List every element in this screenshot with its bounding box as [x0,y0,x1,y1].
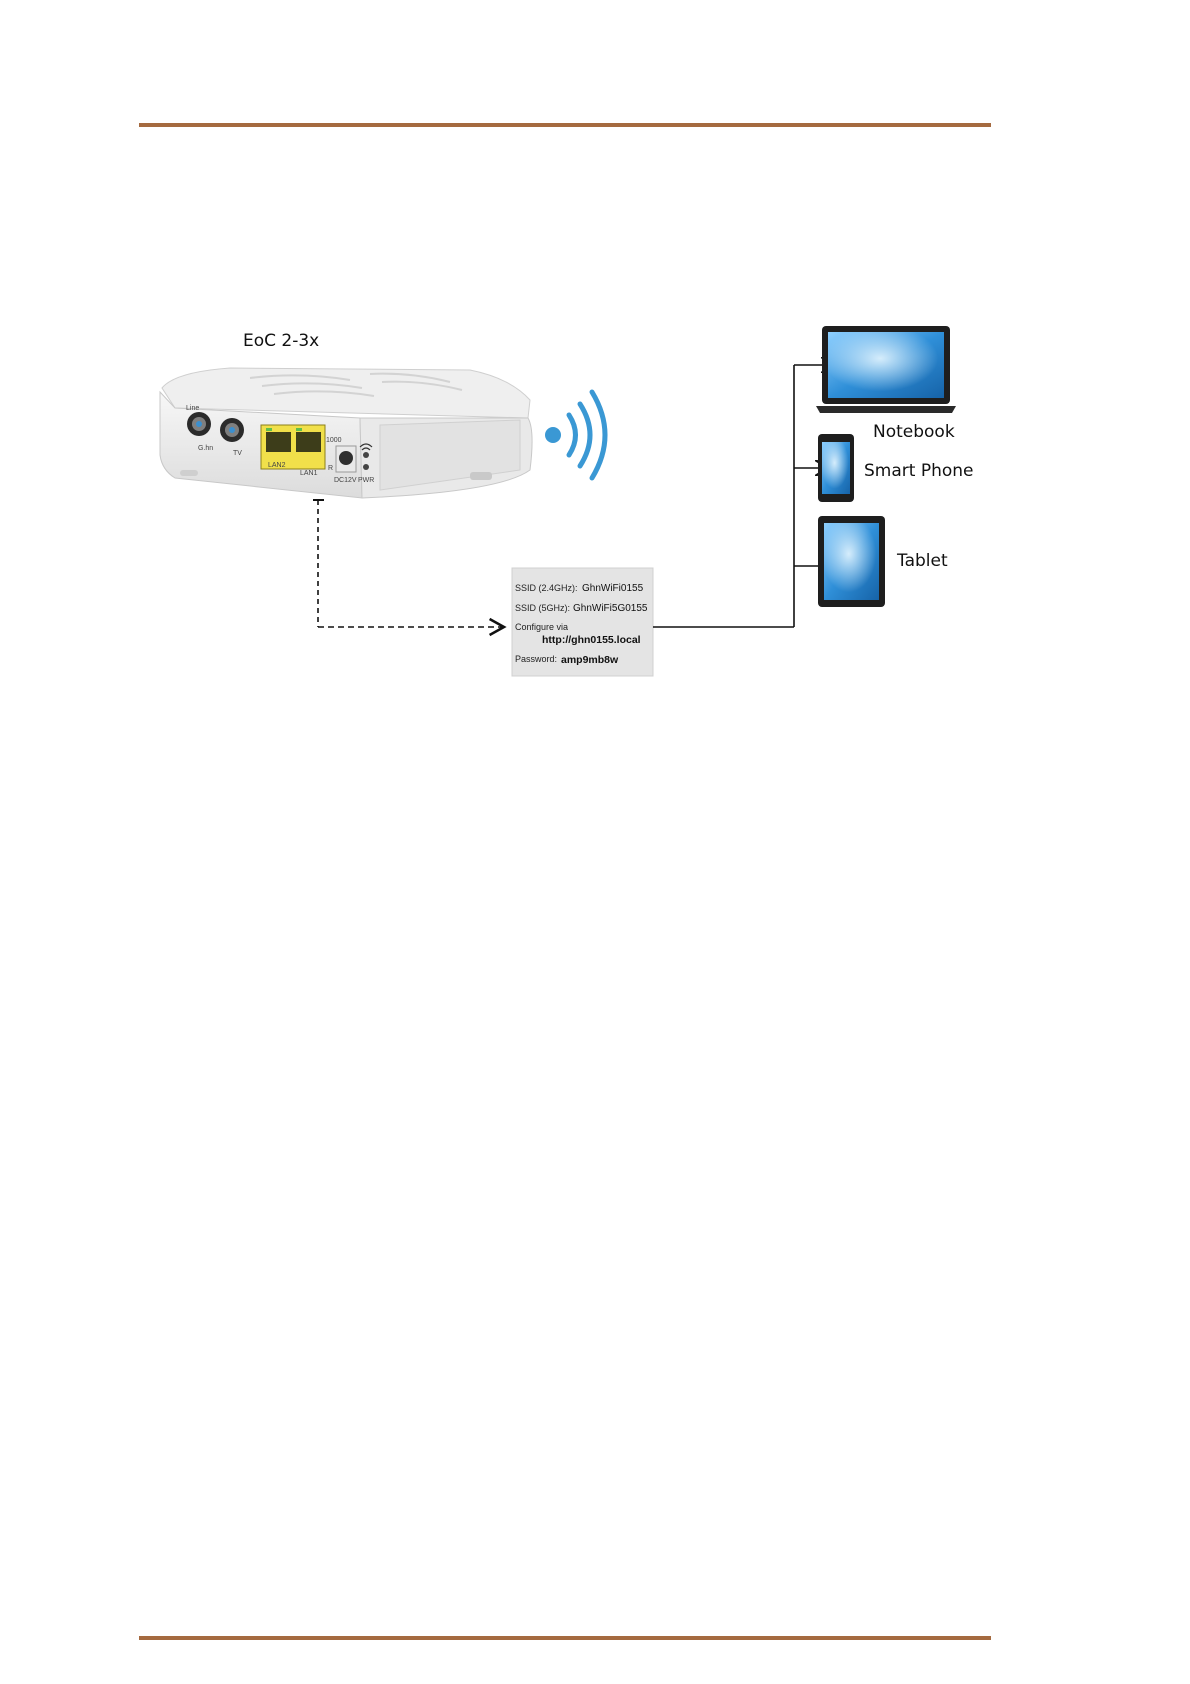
device-title: EoC 2-3x [243,331,319,351]
coax-connector-line [187,412,211,436]
client-label-tablet: Tablet [896,551,948,571]
port-label-1000: 1000 [326,437,342,444]
wifi-led [363,452,369,458]
coax-connector-tv [220,418,244,442]
tablet-icon [818,516,885,607]
eoc-device: Line G.hn TV LAN2 LAN1 1000 R DC12V PWR [160,368,532,498]
client-connectors [653,365,834,627]
credentials-sticker: SSID (2.4GHz): GhnWiFi0155 SSID (5GHz): … [512,568,653,676]
port-label-ghn: G.hn [198,445,213,452]
configure-url: http://ghn0155.local [542,634,641,646]
laptop-icon [816,326,956,413]
lan1-port [296,432,321,452]
wifi-signal-icon [545,392,605,478]
port-label-tv: TV [233,450,242,457]
configure-label: Configure via [515,622,568,632]
ssid-5-label: SSID (5GHz): [515,603,570,613]
client-label-notebook: Notebook [873,422,955,442]
power-led [363,464,369,470]
port-label-r: R [328,465,333,472]
smartphone-icon [818,434,854,502]
lan2-port [266,432,291,452]
port-label-line: Line [186,405,199,412]
ssid-24-value: GhnWiFi0155 [582,583,644,594]
ssid-5-value: GhnWiFi5G0155 [573,603,648,614]
client-label-smart-phone: Smart Phone [864,461,974,481]
port-label-lan2: LAN2 [268,462,286,469]
dc-jack [339,451,353,465]
port-label-lan1: LAN1 [300,470,318,477]
ssid-24-label: SSID (2.4GHz): [515,583,578,593]
dashed-connector [313,500,504,627]
port-label-dc: DC12V [334,477,357,484]
password-value: amp9mb8w [561,654,619,666]
password-label: Password: [515,654,557,664]
port-label-pwr: PWR [358,477,374,484]
